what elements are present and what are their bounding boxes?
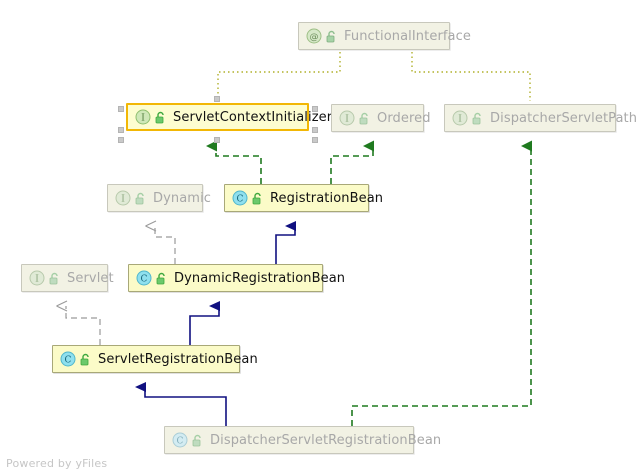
node-dynamic[interactable]: I Dynamic: [107, 184, 211, 212]
node-servlet[interactable]: I Servlet: [21, 264, 114, 292]
node-label: ServletContextInitializer: [173, 109, 333, 125]
node-dispatcherservletregistrationbean[interactable]: C DispatcherServletRegistrationBean: [164, 426, 441, 454]
node-label: DynamicRegistrationBean: [174, 270, 346, 286]
selection-handle[interactable]: [118, 137, 124, 143]
lock-icon: [191, 433, 204, 447]
node-ordered[interactable]: I Ordered: [331, 104, 431, 132]
class-icon: C: [172, 432, 188, 448]
class-icon: C: [232, 190, 248, 206]
node-label: RegistrationBean: [270, 190, 384, 206]
node-label: Servlet: [67, 270, 114, 286]
edge-dispatcherservletregistrationbean-dispatcherservletpath: [351, 140, 532, 426]
node-label: FunctionalInterface: [344, 28, 471, 44]
interface-icon: I: [339, 110, 355, 126]
node-dynamicregistrationbean[interactable]: C DynamicRegistrationBean: [128, 264, 345, 292]
svg-text:I: I: [345, 115, 349, 125]
node-label: DispatcherServletPath: [490, 110, 638, 126]
interface-icon: I: [452, 110, 468, 126]
lock-icon: [358, 111, 371, 125]
lock-icon: [325, 29, 338, 43]
svg-text:I: I: [141, 114, 145, 124]
lock-icon: [471, 111, 484, 125]
selection-handle[interactable]: [312, 127, 318, 133]
edge-functionalinterface-servletcontextinitializer: [217, 52, 341, 100]
edge-dynamicregistrationbean-dynamic: [145, 220, 176, 264]
edge-dynamicregistrationbean-registrationbean: [275, 221, 296, 264]
selection-handle[interactable]: [312, 137, 318, 143]
svg-text:C: C: [177, 437, 184, 447]
interface-icon: I: [135, 109, 151, 125]
node-servletregistrationbean[interactable]: C ServletRegistrationBean: [52, 345, 258, 373]
node-registrationbean[interactable]: C RegistrationBean: [224, 184, 383, 212]
edge-registrationbean-servletcontextinitializer: [206, 140, 262, 184]
node-label: Dynamic: [153, 190, 212, 206]
edge-registrationbean-ordered: [330, 140, 374, 184]
lock-icon: [79, 352, 92, 366]
interface-icon: I: [29, 270, 45, 286]
node-label: ServletRegistrationBean: [98, 351, 258, 367]
node-label: DispatcherServletRegistrationBean: [210, 432, 442, 448]
lock-icon: [154, 110, 167, 124]
node-label: Ordered: [377, 110, 431, 126]
lock-icon: [48, 271, 61, 285]
lock-icon: [134, 191, 147, 205]
node-dispatcherservletpath[interactable]: I DispatcherServletPath: [444, 104, 637, 132]
svg-text:C: C: [237, 195, 244, 205]
svg-text:I: I: [121, 195, 125, 205]
lock-icon: [155, 271, 168, 285]
svg-text:C: C: [141, 275, 148, 285]
edge-functionalinterface-dispatcherservletpath: [411, 52, 531, 101]
class-icon: C: [136, 270, 152, 286]
edge-servletregistrationbean-servlet: [56, 300, 101, 345]
svg-text:I: I: [458, 115, 462, 125]
yfiles-watermark: Powered by yFiles: [6, 457, 108, 470]
svg-text:I: I: [35, 275, 39, 285]
selection-handle[interactable]: [214, 96, 220, 102]
selection-handle[interactable]: [312, 106, 318, 112]
edge-dispatcherservletregistrationbean-servletregistrationbean: [135, 382, 227, 426]
node-servletcontextinitializer[interactable]: I ServletContextInitializer: [126, 103, 332, 131]
selection-handle[interactable]: [118, 106, 124, 112]
svg-text:@: @: [310, 33, 319, 43]
node-functionalinterface[interactable]: @ FunctionalInterface: [298, 22, 471, 50]
edge-servletregistrationbean-dynamicregistrationbean: [189, 301, 220, 345]
selection-handle[interactable]: [118, 127, 124, 133]
selection-handle[interactable]: [214, 137, 220, 143]
class-icon: C: [60, 351, 76, 367]
lock-icon: [251, 191, 264, 205]
annotation-icon: @: [306, 28, 322, 44]
interface-icon: I: [115, 190, 131, 206]
svg-text:C: C: [65, 356, 72, 366]
